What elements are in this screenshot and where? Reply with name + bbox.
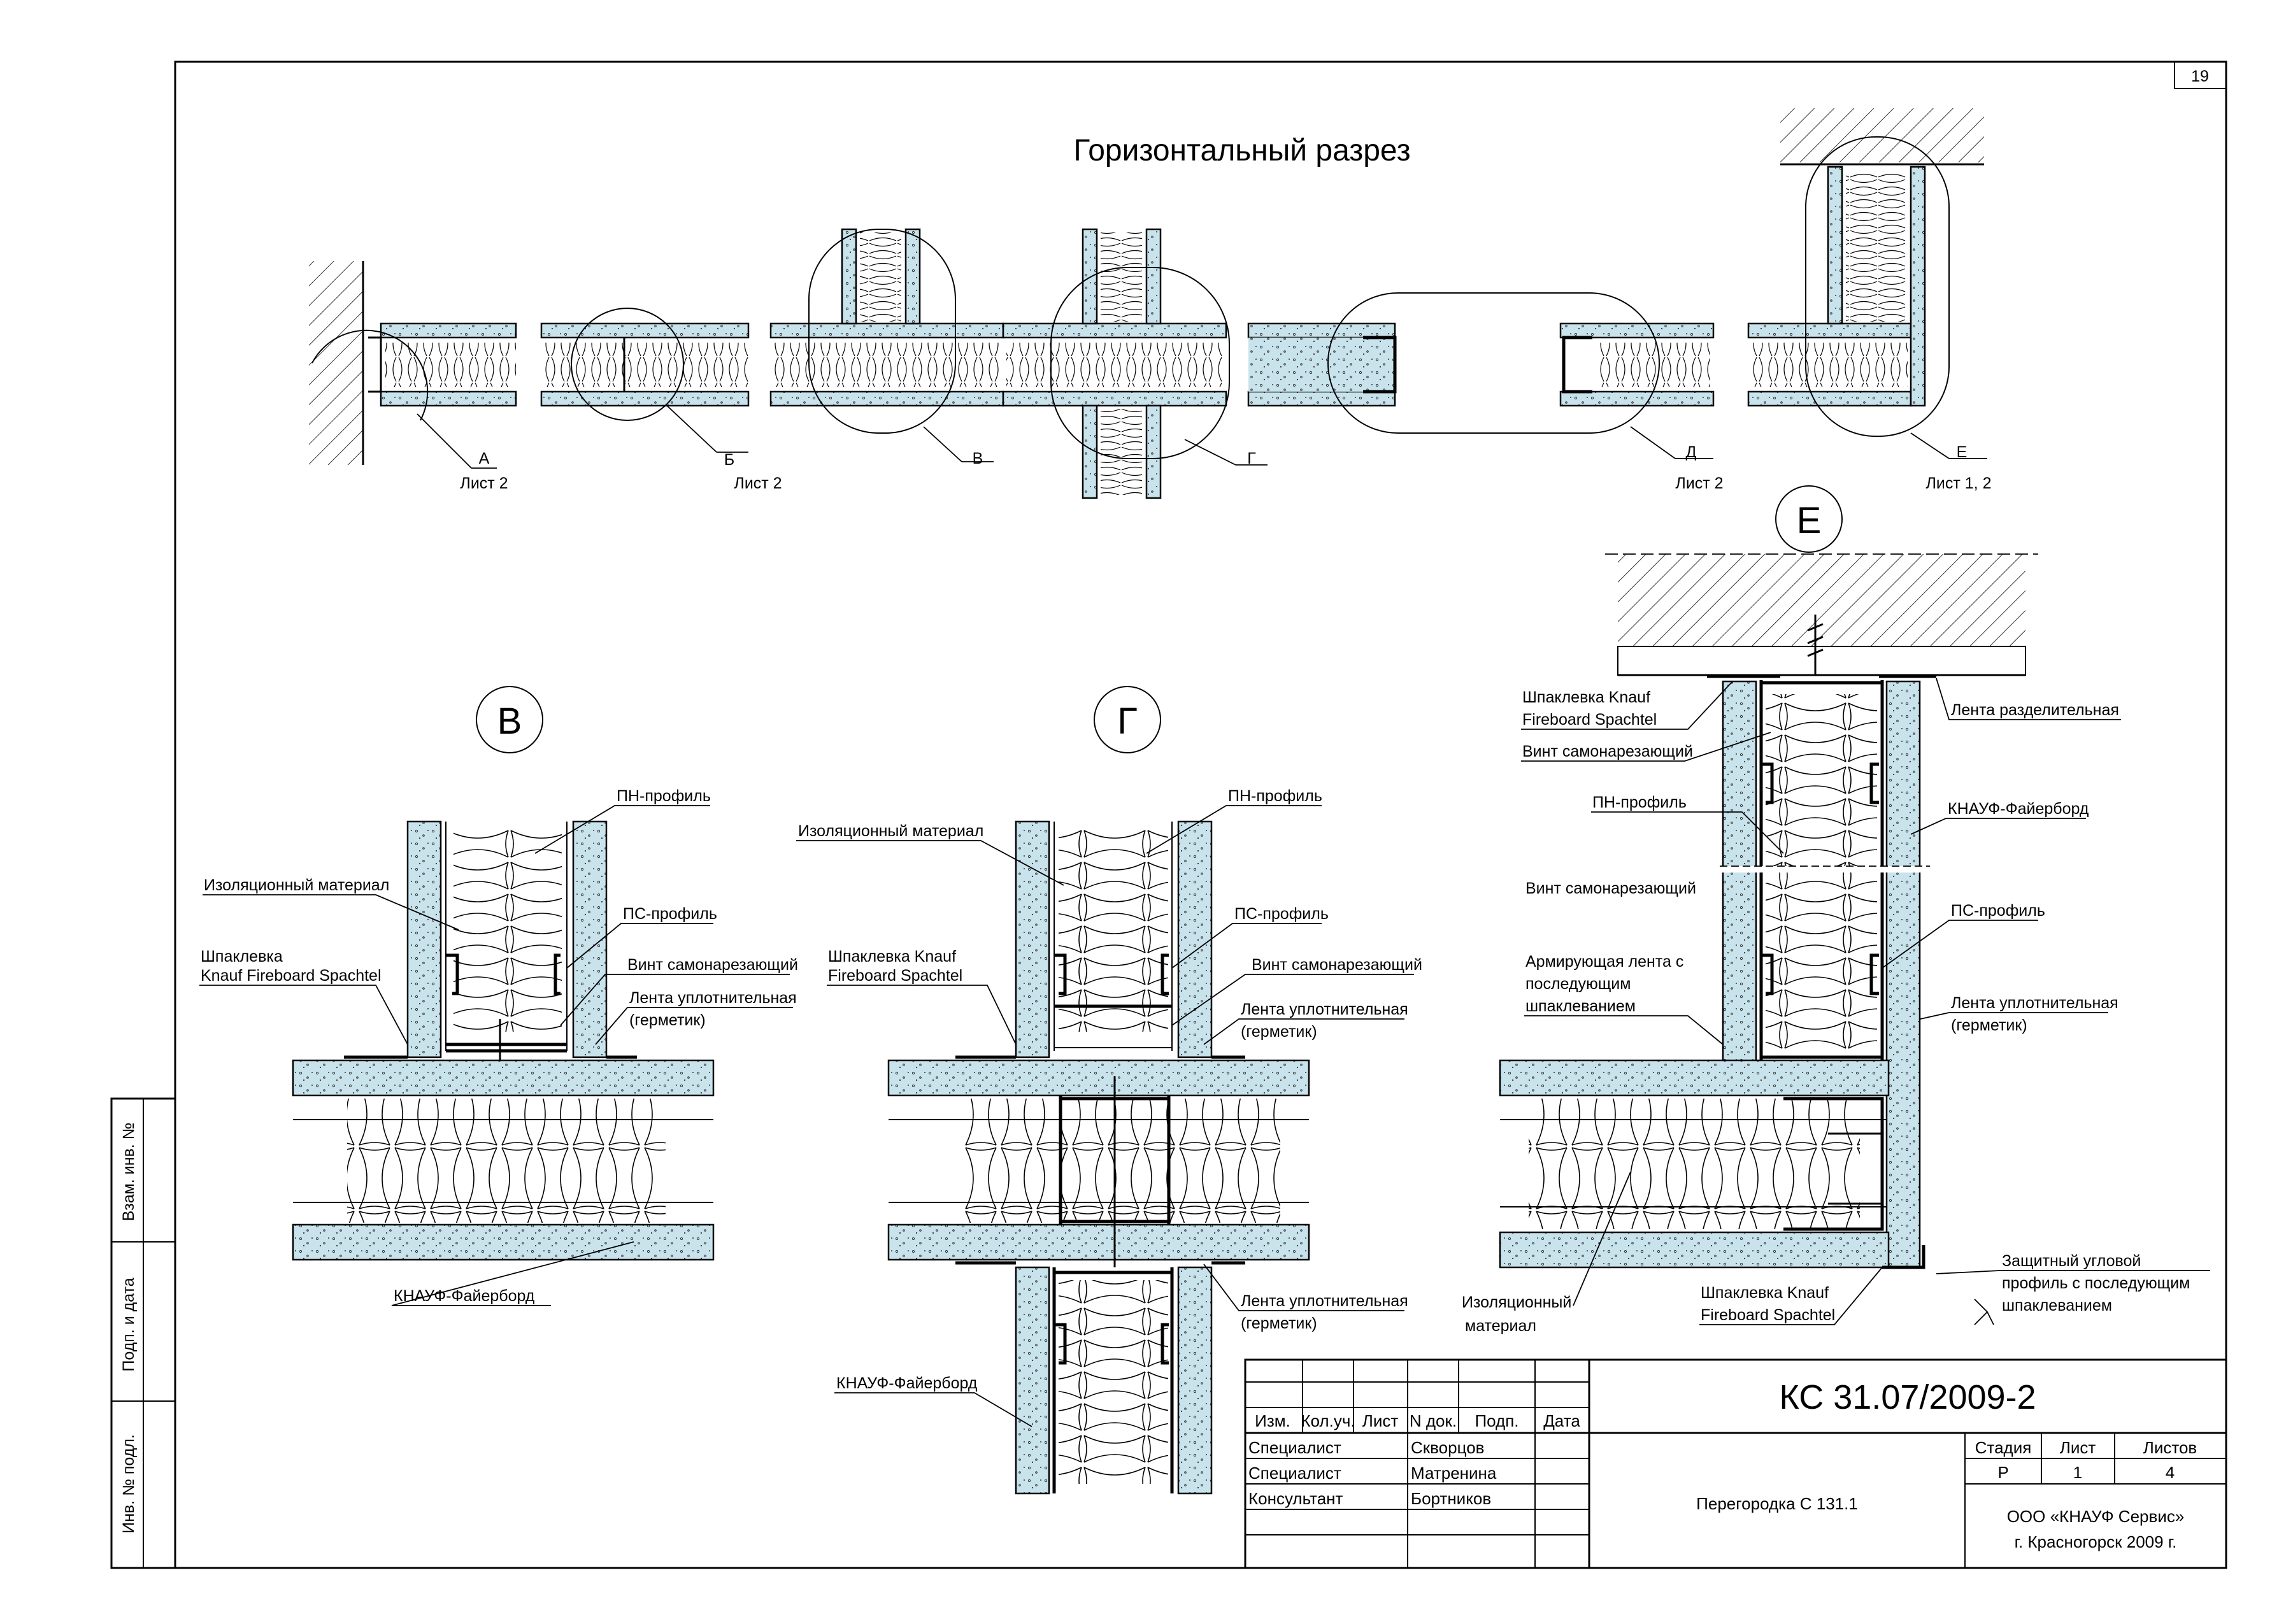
tb-header-data: Дата — [1543, 1411, 1580, 1430]
detail-e-insulation-2: материал — [1465, 1317, 1536, 1335]
detail-v-tape-2: (герметик) — [629, 1011, 706, 1029]
tb-doc-code: КС 31.07/2009-2 — [1779, 1378, 2036, 1416]
detail-v-pn-profile: ПН-профиль — [617, 787, 711, 805]
detail-e-corner-1: Защитный угловой — [2002, 1252, 2141, 1270]
tb-sig-name-1: Скворцов — [1411, 1438, 1484, 1457]
detail-e-spackle-top-2: Fireboard Spachtel — [1522, 711, 1657, 729]
tb-name: Перегородка С 131.1 — [1696, 1494, 1858, 1513]
overview-d: Д Лист 2 — [1247, 292, 1724, 492]
overview-g: Г — [1002, 228, 1268, 499]
detail-v-board: КНАУФ-Файерборд — [394, 1287, 535, 1305]
overview-a-ref: Лист 2 — [460, 474, 508, 492]
overview-a: А Лист 2 — [309, 261, 517, 492]
tb-sheets: 4 — [2166, 1463, 2175, 1482]
stamp-field-podp: Подп. и дата — [120, 1278, 138, 1371]
tb-sig-role-3: Консультант — [1248, 1489, 1343, 1508]
detail-e-reinf-3: шпаклеванием — [1525, 997, 1636, 1015]
detail-v-spackle-2: Knauf Fireboard Spachtel — [201, 967, 382, 985]
overview-v-letter: В — [973, 450, 983, 467]
detail-v-screw: Винт самонарезающий — [627, 956, 798, 974]
tb-stage-label: Стадия — [1975, 1438, 2032, 1457]
overview-a-letter: А — [479, 450, 490, 467]
tb-sig-name-3: Бортников — [1411, 1489, 1491, 1508]
overview-e-letter: Е — [1957, 443, 1968, 461]
detail-e-tape-1: Лента уплотнительная — [1951, 994, 2118, 1012]
overview-e: Е Лист 1, 2 — [1747, 108, 1992, 492]
overview-b: Б Лист 2 — [540, 308, 782, 492]
stamp-field-inv: Инв. № подл. — [120, 1434, 138, 1534]
detail-e-screw-2: Винт самонарезающий — [1525, 880, 1696, 897]
title-block: Изм. Кол.уч. Лист N док. Подп. Дата Спец… — [1244, 1358, 2227, 1569]
detail-v-tape-1: Лента уплотнительная — [629, 989, 797, 1007]
detail-e-corner-2: профиль с последующим — [2002, 1274, 2190, 1292]
overview-d-letter: Д — [1686, 443, 1697, 461]
detail-g-spackle-2: Fireboard Spachtel — [828, 967, 962, 985]
overview-e-ref: Лист 1, 2 — [1926, 474, 1992, 492]
detail-e-screw-1: Винт самонарезающий — [1522, 743, 1693, 760]
detail-e-spackle-top-1: Шпаклевка Knauf — [1522, 688, 1650, 706]
overview-sections: А Лист 2 Б Лист 2 В — [309, 108, 1992, 499]
detail-g-ps-profile: ПС-профиль — [1234, 905, 1329, 923]
detail-e-reinf-2: последующим — [1525, 975, 1631, 993]
sheet-frame — [174, 61, 2227, 1569]
detail-e-insulation-1: Изоляционный — [1462, 1293, 1571, 1311]
detail-v-insulation: Изоляционный материал — [204, 876, 389, 894]
detail-g-pn-profile: ПН-профиль — [1228, 787, 1322, 805]
detail-g-tape-bot-2: (герметик) — [1241, 1314, 1317, 1332]
detail-v-spackle-1: Шпаклевка — [201, 948, 283, 965]
tb-header-podp: Подп. — [1475, 1411, 1518, 1430]
tb-sheet-label: Лист — [2060, 1438, 2096, 1457]
detail-e-separating-tape: Лента разделительная — [1951, 701, 2119, 719]
detail-v: В ПН-профиль Изоляционный материал ПС-пр… — [199, 686, 798, 1306]
page-number-box — [2174, 61, 2227, 89]
detail-g-tape-top-1: Лента уплотнительная — [1241, 1001, 1408, 1018]
detail-g-tape-bot-1: Лента уплотнительная — [1241, 1292, 1408, 1310]
tb-sheets-label: Листов — [2143, 1438, 2197, 1457]
tb-header-list: Лист — [1362, 1411, 1399, 1430]
detail-e-ps-profile: ПС-профиль — [1951, 902, 2045, 920]
overview-d-ref: Лист 2 — [1675, 474, 1723, 492]
tb-sig-role-2: Специалист — [1248, 1464, 1341, 1483]
tb-org-1: ООО «КНАУФ Сервис» — [2007, 1507, 2185, 1526]
detail-g-title: Г — [1117, 701, 1137, 742]
detail-g-tape-top-2: (герметик) — [1241, 1023, 1317, 1041]
tb-header-kol: Кол.уч. — [1301, 1411, 1355, 1430]
detail-e-pn-profile: ПН-профиль — [1592, 794, 1687, 811]
detail-e-reinf-1: Армирующая лента с — [1525, 953, 1683, 971]
detail-e-tape-2: (герметик) — [1951, 1016, 2027, 1034]
tb-org-2: г. Красногорск 2009 г. — [2015, 1532, 2177, 1551]
detail-g-screw: Винт самонарезающий — [1252, 956, 1422, 974]
overview-g-letter: Г — [1247, 450, 1256, 467]
tb-stage: Р — [1997, 1463, 2008, 1482]
page-number: 19 — [2191, 68, 2209, 85]
detail-g: Г ПН-профиль Изоляционный материал ПС-пр… — [796, 686, 1422, 1495]
detail-e-corner-3: шпаклеванием — [2002, 1297, 2112, 1314]
detail-v-ps-profile: ПС-профиль — [623, 905, 717, 923]
tb-sheet: 1 — [2073, 1463, 2082, 1482]
stamp-field-vzam: Взам. инв. № — [120, 1123, 138, 1222]
overview-b-letter: Б — [724, 451, 734, 469]
tb-header-ndok: N док. — [1410, 1411, 1457, 1430]
side-stamp: Взам. инв. № Подп. и дата Инв. № подл. — [110, 1097, 176, 1569]
detail-v-title: В — [497, 701, 522, 742]
tb-sig-name-2: Матренина — [1411, 1464, 1497, 1483]
tb-sig-role-1: Специалист — [1248, 1438, 1341, 1457]
detail-e-title: Е — [1797, 500, 1822, 541]
detail-g-board: КНАУФ-Файерборд — [836, 1374, 978, 1392]
detail-g-insulation: Изоляционный материал — [798, 822, 983, 840]
overview-v: В — [769, 228, 1004, 467]
sheet-title: Горизонтальный разрез — [1073, 134, 1410, 167]
detail-e: Е Шпаклевка Knauf Fireboard Spachtel Лен… — [1462, 485, 2210, 1335]
detail-e-spackle-bot-1: Шпаклевка Knauf — [1701, 1284, 1829, 1302]
tb-header-izm: Изм. — [1255, 1411, 1290, 1430]
detail-g-spackle-1: Шпаклевка Knauf — [828, 948, 956, 965]
detail-e-board: КНАУФ-Файерборд — [1948, 800, 2089, 818]
detail-e-spackle-bot-2: Fireboard Spachtel — [1701, 1306, 1835, 1324]
overview-b-ref: Лист 2 — [734, 474, 782, 492]
